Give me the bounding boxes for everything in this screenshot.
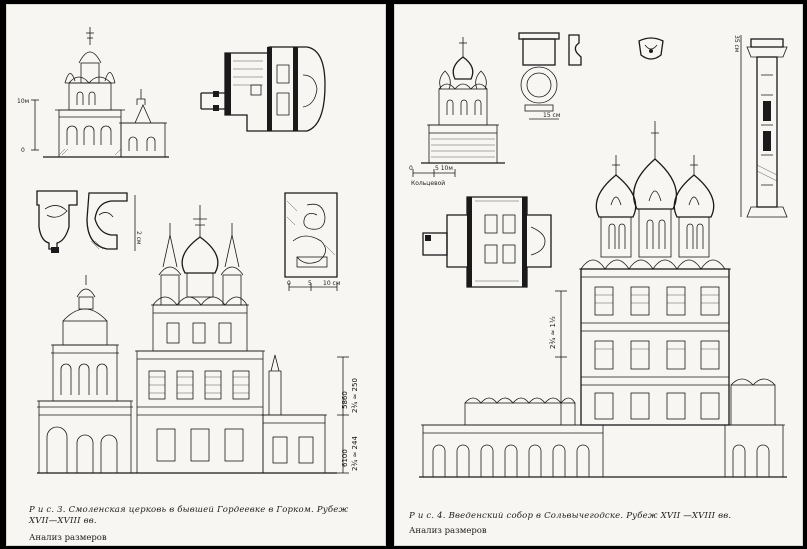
profile-dim-label: 2 см: [135, 231, 142, 245]
left-page: 10м 0: [6, 4, 386, 546]
column-elevation: 35 см: [733, 35, 788, 218]
scale-5-label: 5: [308, 280, 312, 287]
cathedral-main-elevation: 2¾ ≈ 1½: [419, 121, 787, 478]
small-cathedral-elevation: 0 5 10м Кольцевой: [409, 37, 505, 187]
right-scale-label: 5 10м: [435, 165, 453, 172]
right-figure-caption: Р и с. 4. Введенский собор в Сольвычегод…: [409, 511, 732, 521]
cathedral-plan: [422, 196, 552, 288]
right-dim-label: 2¾ ≈ 1½: [549, 316, 557, 349]
scale-label-0: 0: [21, 147, 25, 154]
ring-profile-label: 15 см: [543, 112, 560, 119]
right-scale-word: Кольцевой: [411, 180, 445, 187]
cornice-profiles: 2 см: [36, 190, 142, 253]
ring-profile: 15 см: [518, 32, 582, 120]
left-caption-line1: Р и с. 3. Смоленская церковь в бывшей Го…: [29, 505, 349, 515]
dim-lower-formula: 2¾ ≈ 244: [351, 436, 359, 471]
right-subcaption: Анализ размеров: [409, 526, 487, 536]
left-figure-caption: Р и с. 3. Смоленская церковь в бывшей Го…: [29, 505, 369, 527]
left-subcaption: Анализ размеров: [29, 533, 107, 543]
church-main-elevation: 5860 2¾ ≈ 250 6100 2¾ ≈ 244: [37, 205, 359, 474]
right-scale-0: 0: [409, 165, 413, 172]
ornament-detail: 0 5 10 см: [284, 192, 340, 291]
scale-label-10m: 10м: [17, 98, 29, 105]
capital-detail: [638, 37, 664, 60]
right-page-drawings: 0 5 10м Кольцевой 15 см: [409, 32, 788, 478]
dim-upper-formula: 2¾ ≈ 250: [351, 378, 359, 413]
left-caption-line2: XVII—XVIII вв.: [29, 516, 97, 526]
scale-0-label: 0: [287, 280, 291, 287]
dim-upper-value: 5860: [341, 391, 349, 409]
dim-lower-value: 6100: [341, 449, 349, 467]
church-plan: [200, 46, 326, 132]
column-dim-label: 35 см: [733, 35, 740, 52]
scale-10cm-label: 10 см: [323, 280, 340, 287]
right-page: 0 5 10м Кольцевой 15 см: [394, 4, 803, 546]
left-page-drawings: 10м 0: [17, 27, 359, 474]
tier-windows: [594, 286, 720, 420]
center-windows: [148, 370, 250, 462]
small-church-elevation: 10м 0: [17, 27, 169, 158]
